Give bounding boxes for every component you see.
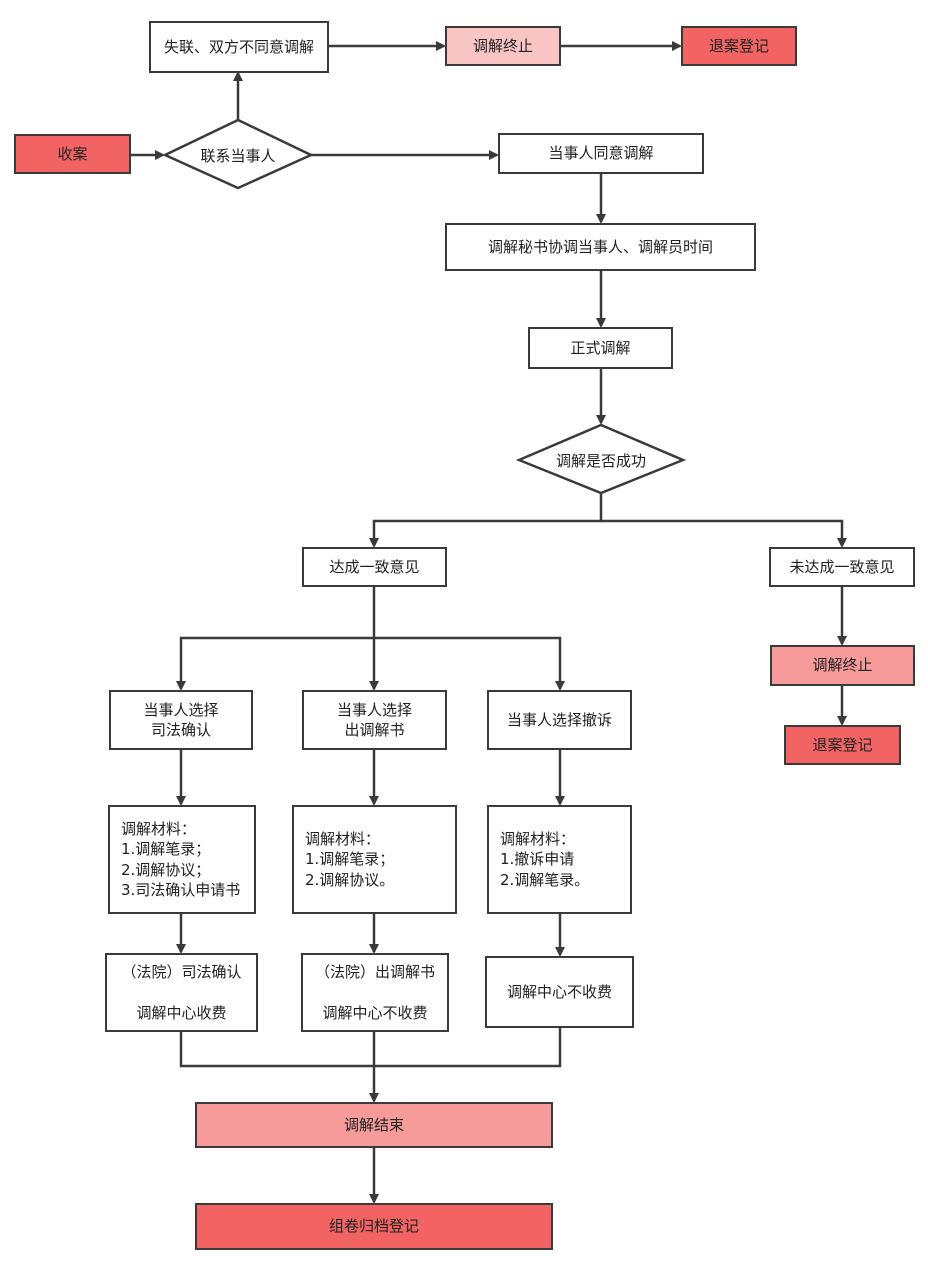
node-jieshu: 调解结束 <box>195 1102 553 1148</box>
node-mishu: 调解秘书协调当事人、调解员时间 <box>445 223 756 271</box>
node-result-chu: （法院）出调解书 调解中心不收费 <box>301 953 449 1032</box>
split-line-right <box>601 519 847 548</box>
node-chenggong: 调解是否成功 <box>555 451 646 470</box>
node-weidacheng: 未达成一致意见 <box>769 547 915 587</box>
merge-left <box>179 1031 374 1068</box>
node-materials-chesu: 调解材料： 1.撤诉申请 2.调解笔录。 <box>487 805 632 914</box>
node-shou-an: 收案 <box>14 134 131 174</box>
node-guidang: 组卷归档登记 <box>195 1203 553 1250</box>
node-tuian-right: 退案登记 <box>784 725 901 765</box>
node-lianxi-dangshiren: 联系当事人 <box>200 146 276 165</box>
three-way-bar-left <box>176 636 374 691</box>
success-decision-shape <box>515 423 687 495</box>
node-shilian: 失联、双方不同意调解 <box>149 21 329 73</box>
node-zhongzhi-top: 调解终止 <box>445 26 561 66</box>
merge-right <box>374 1027 562 1068</box>
three-way-bar-right <box>374 636 565 691</box>
node-dacheng: 达成一致意见 <box>302 547 447 587</box>
node-result-sifa: （法院）司法确认 调解中心收费 <box>105 953 258 1032</box>
node-zhengshi: 正式调解 <box>528 327 673 369</box>
node-tongyi: 当事人同意调解 <box>498 133 704 174</box>
node-choose-chesu: 当事人选择撤诉 <box>487 690 632 750</box>
node-result-chesu: 调解中心不收费 <box>485 956 634 1028</box>
split-line <box>369 493 603 548</box>
node-materials-sifa: 调解材料： 1.调解笔录； 2.调解协议； 3.司法确认申请书 <box>108 805 256 914</box>
node-choose-chu: 当事人选择 出调解书 <box>302 690 447 750</box>
node-choose-sifa: 当事人选择 司法确认 <box>109 690 253 750</box>
node-materials-chu: 调解材料： 1.调解笔录； 2.调解协议。 <box>292 805 457 914</box>
node-zhongzhi-right: 调解终止 <box>770 645 915 686</box>
node-tuian-top: 退案登记 <box>681 26 797 66</box>
